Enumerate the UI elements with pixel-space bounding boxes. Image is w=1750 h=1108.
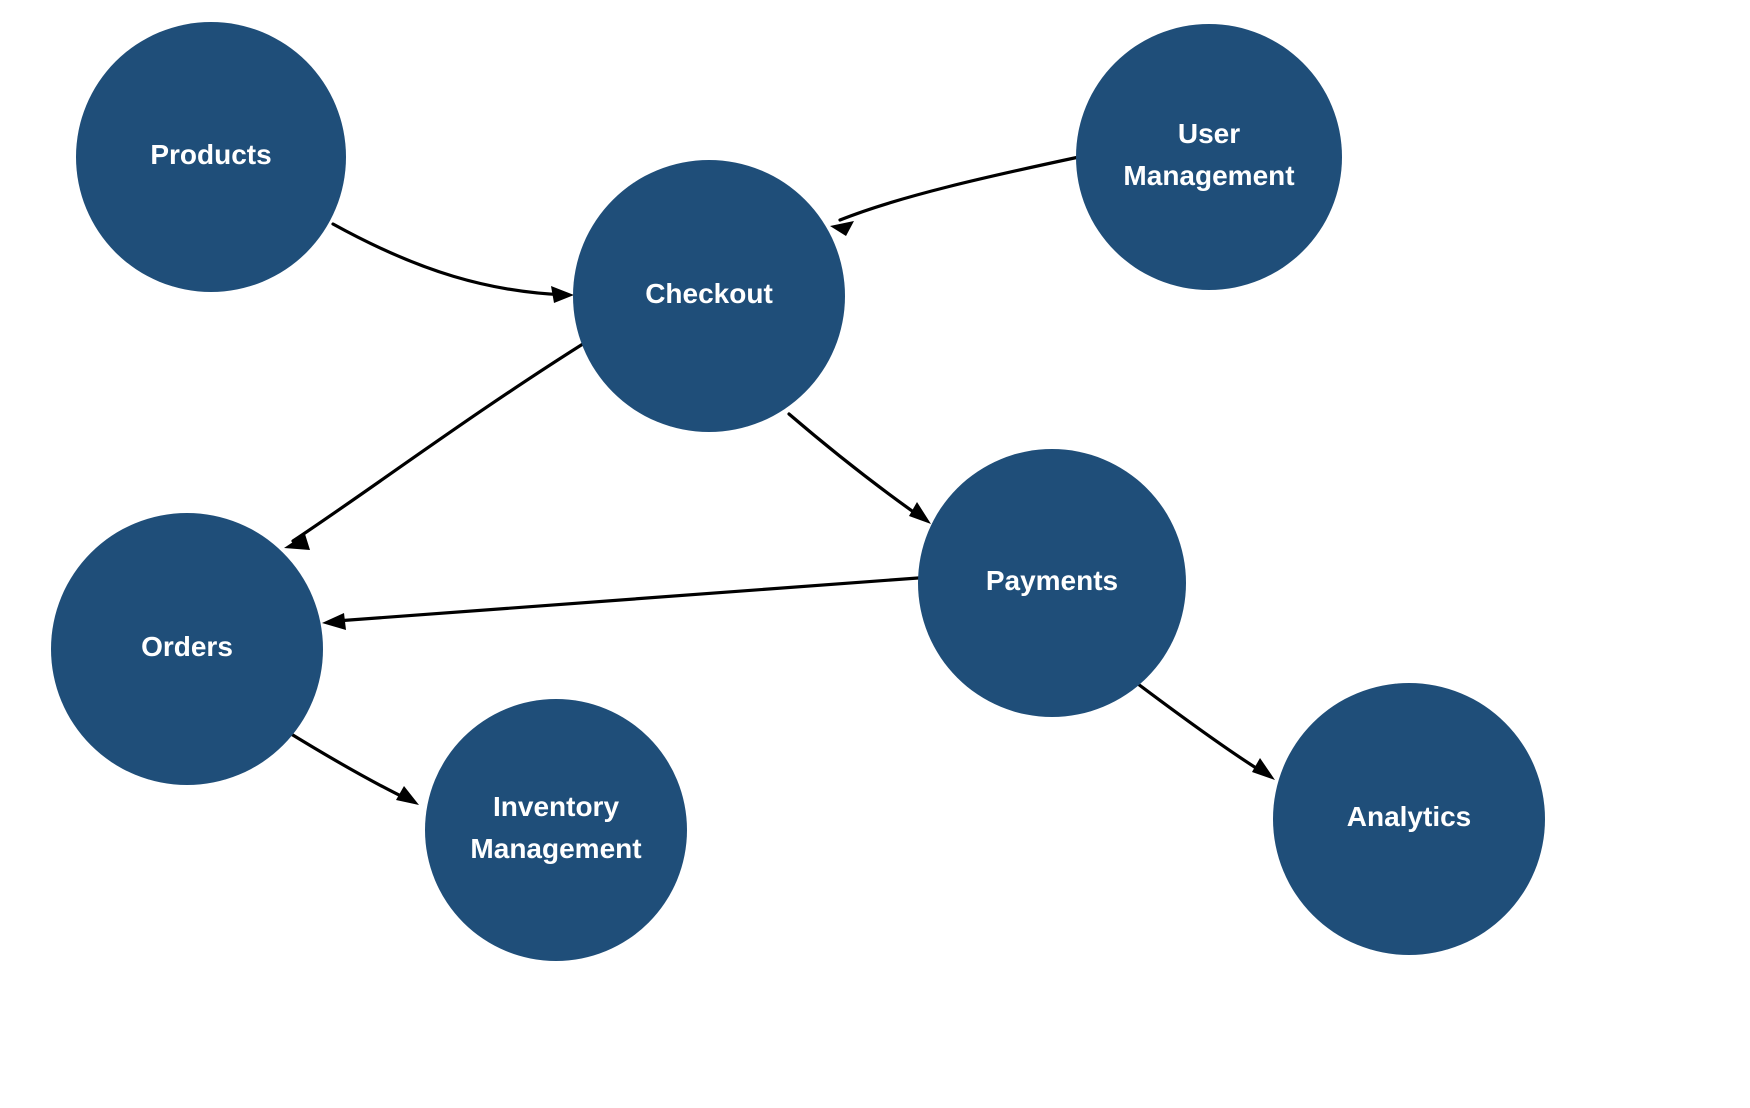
edge-line — [281, 727, 411, 802]
arrowhead-icon — [322, 613, 346, 630]
edge-line — [838, 155, 1081, 222]
edge-checkout-to-payments — [787, 412, 931, 524]
node-analytics[interactable]: Analytics — [1273, 683, 1545, 955]
node-shape[interactable] — [573, 160, 845, 432]
arrowhead-icon — [1252, 758, 1275, 780]
node-products[interactable]: Products — [76, 22, 346, 292]
arrowhead-icon — [909, 502, 931, 524]
edge-products-to-checkout — [331, 222, 574, 303]
node-shape[interactable] — [76, 22, 346, 292]
arrowhead-icon — [551, 286, 574, 303]
node-shape[interactable] — [1076, 24, 1342, 290]
node-checkout[interactable]: Checkout — [573, 160, 845, 432]
edge-line — [1136, 682, 1266, 775]
edge-line — [291, 340, 588, 543]
node-shape[interactable] — [1273, 683, 1545, 955]
node-shape[interactable] — [918, 449, 1186, 717]
edges-layer — [281, 155, 1275, 805]
edge-line — [331, 222, 568, 297]
edge-payments-to-orders — [322, 576, 920, 630]
edge-payments-to-analytics — [1136, 682, 1275, 780]
node-shape[interactable] — [51, 513, 323, 785]
node-payments[interactable]: Payments — [918, 449, 1186, 717]
edge-orders-to-inventory-management — [281, 727, 419, 805]
arrowhead-icon — [396, 786, 419, 805]
edge-line — [334, 576, 920, 623]
edge-line — [787, 412, 924, 520]
arrowhead-icon — [830, 221, 854, 236]
edge-checkout-to-orders — [284, 340, 588, 550]
node-shape[interactable] — [425, 699, 687, 961]
arrowhead-icon — [284, 534, 310, 550]
node-orders[interactable]: Orders — [51, 513, 323, 785]
edge-user-management-to-checkout — [830, 155, 1081, 236]
